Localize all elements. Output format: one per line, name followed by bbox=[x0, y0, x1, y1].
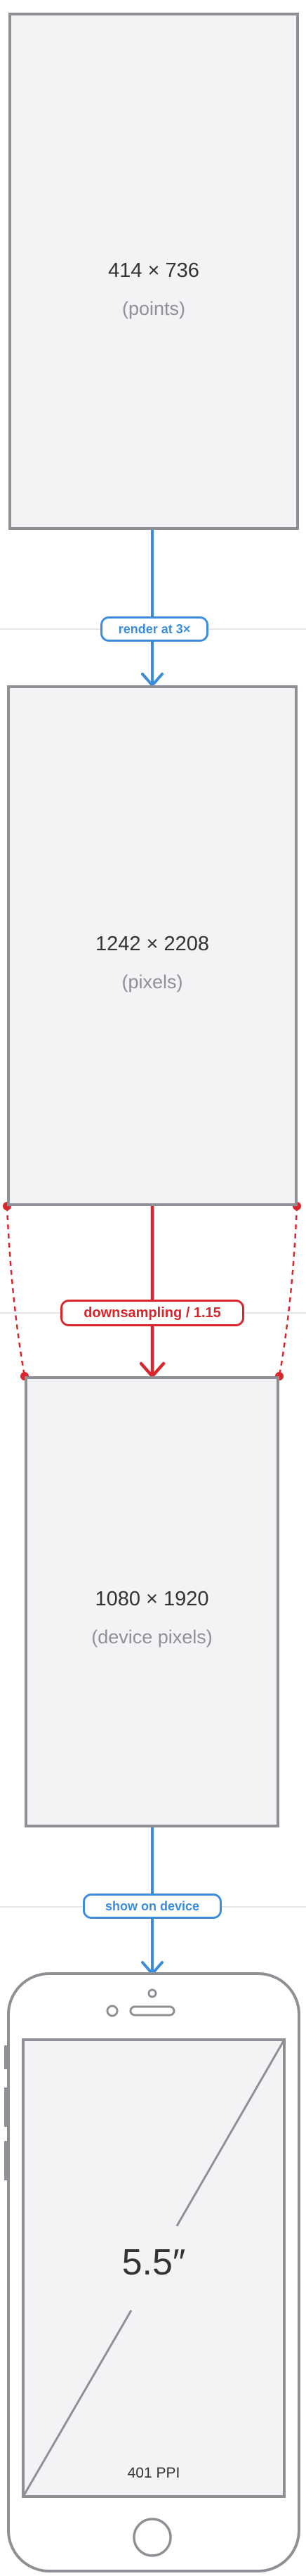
device-unit-label: (device pixels) bbox=[91, 1626, 213, 1648]
screen-diagonal bbox=[22, 2310, 133, 2497]
pixels-unit-label: (pixels) bbox=[121, 971, 183, 992]
downsample-guides bbox=[6, 1205, 298, 1377]
phone-speaker-icon bbox=[129, 2005, 175, 2017]
pixels-screen-box: 1242 × 2208 (pixels) bbox=[7, 685, 298, 1206]
show-step-label: show on device bbox=[83, 1894, 222, 1919]
phone-sensor-icon bbox=[106, 2005, 119, 2017]
screen-diagonal bbox=[175, 2039, 286, 2227]
points-dimensions: 414 × 736 bbox=[108, 259, 199, 282]
points-screen-box: 414 × 736 (points) bbox=[8, 13, 299, 530]
phone-camera-icon bbox=[147, 1988, 157, 1998]
phone-screen-content: 5.5″ 401 PPI bbox=[23, 2040, 284, 2497]
pixel-density-label: 401 PPI bbox=[127, 2465, 180, 2481]
pixels-dimensions: 1242 × 2208 bbox=[95, 933, 210, 955]
phone-illustration bbox=[7, 1972, 300, 2572]
phone-side-buttons bbox=[4, 2045, 8, 2180]
render-arrow bbox=[141, 529, 164, 687]
device-dimensions: 1080 × 1920 bbox=[95, 1588, 209, 1610]
downsample-step-label: downsampling / 1.15 bbox=[60, 1300, 244, 1326]
screen-diagonal-size: 5.5″ bbox=[121, 2242, 186, 2283]
downsample-arrow bbox=[139, 1206, 166, 1378]
phone-home-button bbox=[133, 2518, 172, 2557]
points-unit-label: (points) bbox=[121, 298, 186, 319]
render-step-label: render at 3× bbox=[100, 616, 208, 642]
device-screen-box: 1080 × 1920 (device pixels) bbox=[25, 1376, 279, 1827]
